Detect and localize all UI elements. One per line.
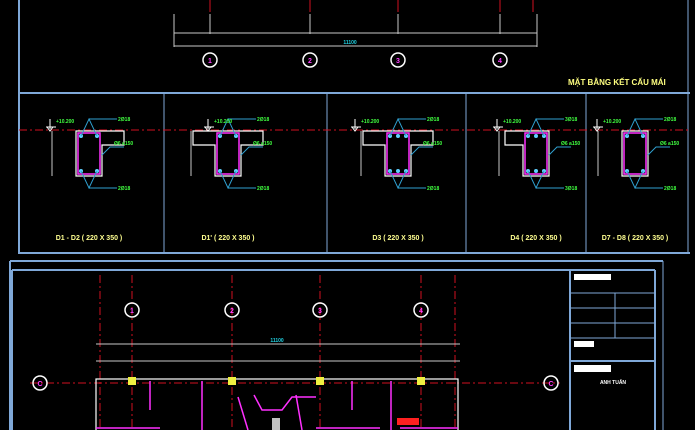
- rebar-top: [534, 134, 538, 138]
- leader-bottom: [626, 170, 663, 190]
- bottom-sheet-frame: [9, 260, 664, 430]
- top-bars-label: 2Ø18: [118, 117, 130, 123]
- top-bars-label: 3Ø18: [565, 117, 577, 123]
- leader-stirrup: [647, 146, 670, 156]
- stirrup-label: Ø6 a150: [660, 141, 679, 147]
- grid-bubble-1[interactable]: 1: [124, 302, 140, 318]
- svg-text:1: 1: [208, 58, 212, 65]
- svg-text:C: C: [548, 381, 553, 388]
- leader-stirrup: [410, 146, 433, 156]
- elevation-mark-icon: [493, 119, 503, 132]
- beam-section-3[interactable]: 2Ø18 2Ø18 Ø6 a150 +10.200 D3 ( 220 X 350 ): [351, 117, 442, 242]
- stirrup-label: Ø6 a150: [423, 141, 442, 147]
- stirrup-label: Ø6 a150: [561, 141, 580, 147]
- elevation-label: +10.200: [603, 119, 621, 125]
- elevation-label: +10.200: [56, 119, 74, 125]
- rebar-top: [396, 134, 400, 138]
- stirrup-label: Ø6 a150: [114, 141, 133, 147]
- beam-outline: [192, 130, 264, 177]
- leader-top: [527, 117, 564, 137]
- section-title: D1' ( 220 X 350 ): [201, 235, 254, 242]
- grid-bubble-2[interactable]: 2: [302, 52, 318, 68]
- beam-outline: [75, 130, 125, 177]
- overall-dimension: 11100: [343, 40, 357, 46]
- stirrup: [216, 132, 240, 175]
- elevation-label: +10.200: [361, 119, 379, 125]
- bottom-bars-label: 3Ø18: [565, 186, 577, 192]
- beam-section-1[interactable]: 2Ø18 2Ø18 Ø6 a150 +10.200 D1 - D2 ( 220 X 35…: [46, 117, 133, 242]
- stirrup: [623, 132, 647, 175]
- leader-stirrup: [101, 146, 124, 156]
- grid-bubble-4[interactable]: 4: [413, 302, 429, 318]
- rebar-bottom: [534, 169, 538, 173]
- top-sheet-frame: [18, 0, 690, 254]
- grid-bubble-4[interactable]: 4: [492, 52, 508, 68]
- svg-text:1: 1: [130, 308, 134, 315]
- leader-top: [626, 117, 663, 137]
- bottom-overall-dimension: 11100: [270, 338, 284, 344]
- top-plan: 11100 1 2 3 4 MẶT BẰNG KẾT CẤU MÁI: [173, 0, 666, 87]
- bottom-bars-label: 2Ø18: [257, 186, 269, 192]
- leader-top: [389, 117, 426, 137]
- bottom-bars-label: 2Ø18: [427, 186, 439, 192]
- leader-bottom: [527, 170, 564, 190]
- leader-top: [80, 117, 117, 137]
- svg-text:3: 3: [396, 58, 400, 65]
- bottom-bars-label: 2Ø18: [664, 186, 676, 192]
- beam-outline: [362, 130, 434, 177]
- elevation-label: +10.200: [503, 119, 521, 125]
- leader-bottom: [219, 170, 256, 190]
- top-bars-label: 2Ø18: [664, 117, 676, 123]
- grid-bubble-1[interactable]: 1: [202, 52, 218, 68]
- stirrup: [524, 132, 548, 175]
- svg-text:2: 2: [308, 58, 312, 65]
- stirrup-label: Ø6 a150: [253, 141, 272, 147]
- bottom-plan: 11100 1 2 3 4 C C: [30, 275, 560, 430]
- section-title: D7 - D8 ( 220 X 350 ): [602, 235, 669, 242]
- elevation-label: +10.200: [214, 119, 232, 125]
- beam-section-4[interactable]: 3Ø18 3Ø18 Ø6 a150 +10.200 D4 ( 220 X 350 ): [493, 117, 580, 242]
- top-bars-label: 2Ø18: [257, 117, 269, 123]
- top-bars-label: 2Ø18: [427, 117, 439, 123]
- svg-text:3: 3: [318, 308, 322, 315]
- elevation-mark-icon: [46, 119, 56, 132]
- svg-text:4: 4: [419, 308, 423, 315]
- leader-stirrup: [240, 146, 263, 156]
- grid-bubble-2[interactable]: 2: [224, 302, 240, 318]
- beam-outline: [504, 130, 550, 177]
- svg-text:2: 2: [230, 308, 234, 315]
- svg-text:C: C: [37, 381, 42, 388]
- leader-top: [219, 117, 256, 137]
- section-title: D4 ( 220 X 350 ): [510, 235, 561, 242]
- section-title: D1 - D2 ( 220 X 350 ): [56, 235, 123, 242]
- beam-outline: [621, 130, 649, 177]
- stirrup: [386, 132, 410, 175]
- stirrup: [77, 132, 101, 175]
- title-block: ANH TUẤN: [569, 270, 655, 430]
- svg-text:4: 4: [498, 58, 502, 65]
- rebar-bottom: [396, 169, 400, 173]
- leader-bottom: [80, 170, 117, 190]
- title-block-name: ANH TUẤN: [600, 379, 626, 386]
- elevation-mark-icon: [204, 119, 214, 132]
- grid-bubble-c-right[interactable]: C: [543, 375, 559, 391]
- elevation-mark-icon: [593, 119, 603, 132]
- leader-stirrup: [548, 146, 571, 156]
- grid-bubble-3[interactable]: 3: [390, 52, 406, 68]
- section-title: D3 ( 220 X 350 ): [372, 235, 423, 242]
- grid-bubble-c-left[interactable]: C: [32, 375, 48, 391]
- plan-title: MẶT BẰNG KẾT CẤU MÁI: [568, 77, 666, 87]
- elevation-mark-icon: [351, 119, 361, 132]
- beam-section-5[interactable]: 2Ø18 2Ø18 Ø6 a150 +10.200 D7 - D8 ( 220 X 35…: [593, 117, 679, 242]
- bottom-bars-label: 2Ø18: [118, 186, 130, 192]
- grid-bubble-3[interactable]: 3: [312, 302, 328, 318]
- leader-bottom: [389, 170, 426, 190]
